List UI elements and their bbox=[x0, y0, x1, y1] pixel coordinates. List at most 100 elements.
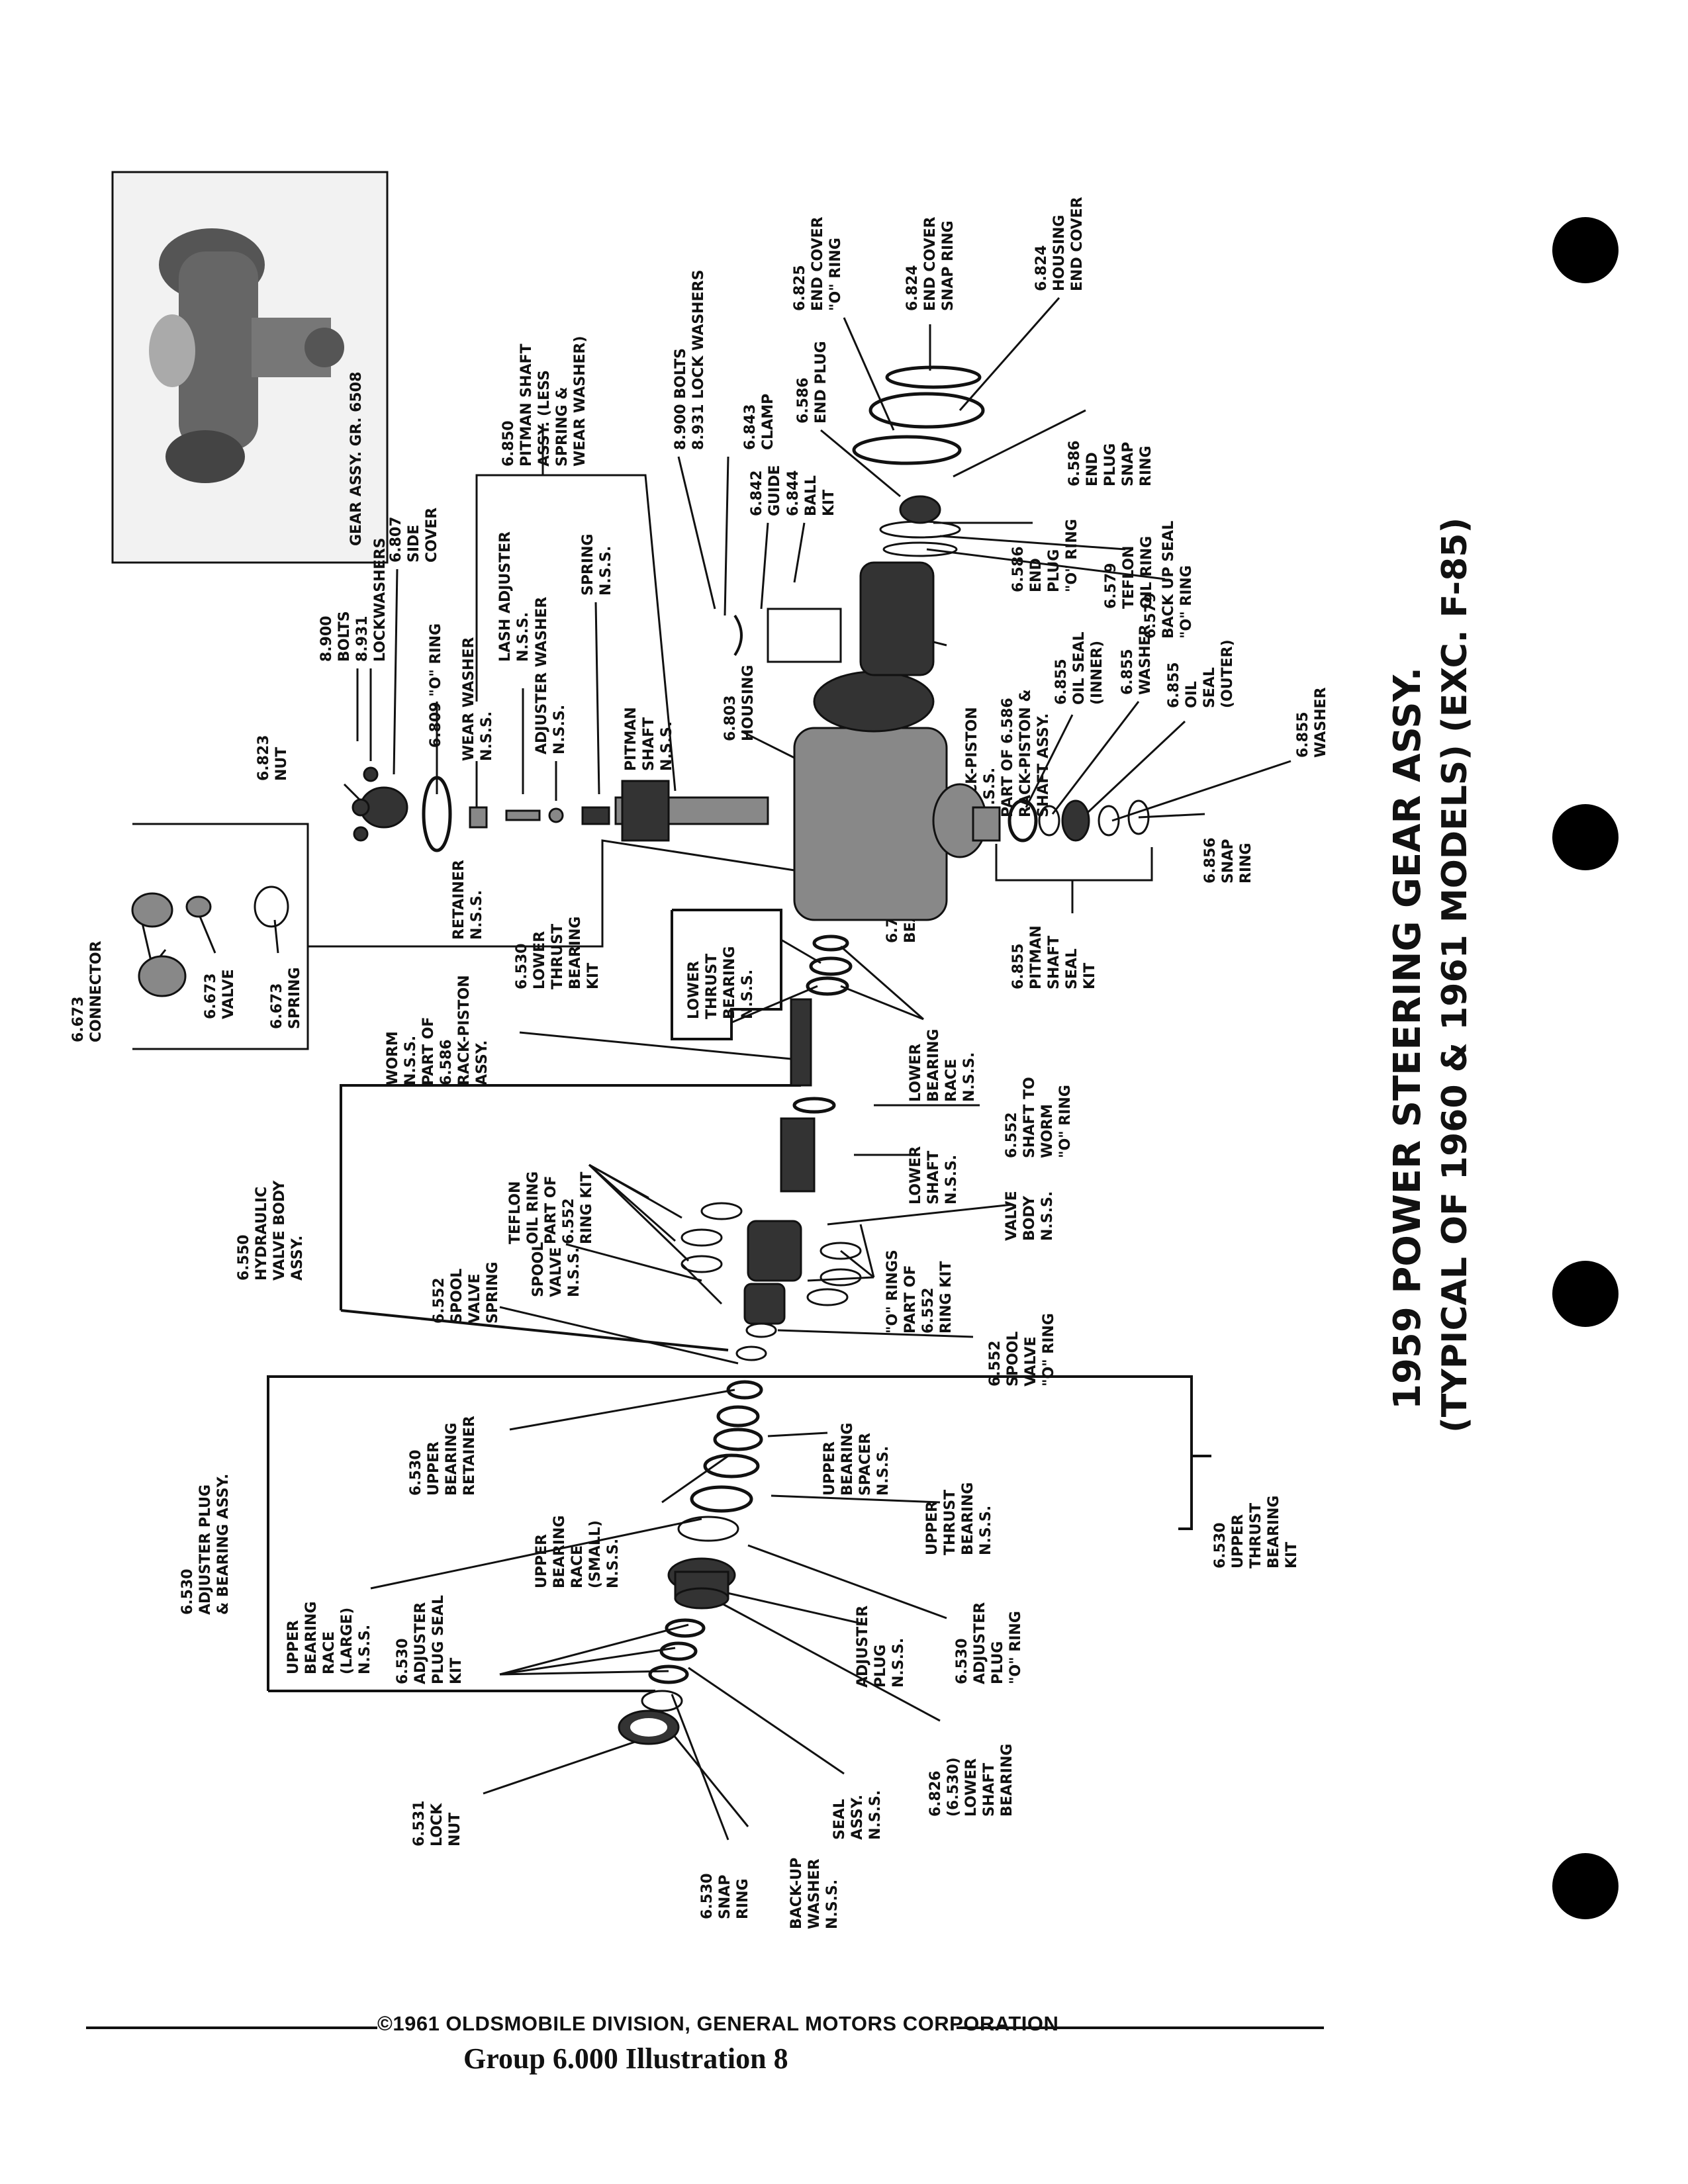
label-line: PLUG bbox=[1046, 549, 1062, 592]
label-line: KIT bbox=[448, 1658, 465, 1684]
label-valve-673: 6.673VALVE bbox=[203, 969, 237, 1019]
label-line: NUT bbox=[447, 1813, 463, 1846]
label-line: SHAFT bbox=[641, 717, 657, 771]
label-line: 6.586 bbox=[1010, 546, 1027, 592]
rack-piston bbox=[859, 561, 935, 676]
label-adjuster-plug-o-ring: 6.530ADJUSTERPLUG"O" RING bbox=[954, 1602, 1024, 1684]
label-line: SPOOL bbox=[1005, 1332, 1021, 1387]
label-line: (OUTER) bbox=[1219, 639, 1236, 708]
page-title-line2: (TYPICAL OF 1960 & 1961 MODELS) (EXC. F-… bbox=[1435, 518, 1475, 1433]
label-line: ADJUSTER bbox=[412, 1602, 429, 1684]
label-line: LOWER bbox=[908, 1044, 924, 1102]
retainer bbox=[469, 806, 488, 829]
label-spring-673: 6.673SPRING bbox=[269, 967, 303, 1029]
washer bbox=[1038, 805, 1060, 837]
label-line: N.S.S. bbox=[469, 890, 485, 940]
label-line: RETAINER bbox=[461, 1416, 478, 1496]
parts bbox=[131, 365, 1150, 1745]
housing-end-cover bbox=[868, 392, 985, 429]
label-line: 6.856 bbox=[1202, 837, 1219, 884]
label-line: PART OF bbox=[420, 1017, 437, 1085]
label-line: TEFLON bbox=[507, 1181, 524, 1244]
label-line: 6.803 bbox=[722, 695, 739, 741]
label-line: 6.586 bbox=[795, 377, 812, 424]
end-cover-o-ring bbox=[852, 435, 962, 465]
label-line: KIT bbox=[1284, 1542, 1300, 1569]
label-line: RACE bbox=[943, 1059, 960, 1102]
label-line: N.S.S. bbox=[1039, 1191, 1056, 1241]
label-line: 6.824 bbox=[904, 265, 921, 311]
label-line: 6.673 bbox=[269, 983, 285, 1029]
label-line: BEARING bbox=[1266, 1496, 1282, 1569]
label-line: OIL bbox=[1184, 681, 1200, 708]
label-line: VALVE bbox=[220, 969, 237, 1019]
label-retainer: RETAINERN.S.S. bbox=[451, 860, 485, 940]
binder-hole-4 bbox=[1552, 1853, 1618, 1919]
label-line: N.S.S. bbox=[605, 1539, 622, 1588]
label-line: 6.844 bbox=[785, 470, 802, 516]
label-line: ASSY. (LESS bbox=[536, 370, 553, 467]
label-washer-855: 6.855WASHER bbox=[1119, 624, 1154, 695]
label-line: BEARING bbox=[303, 1602, 320, 1674]
lower-shaft bbox=[780, 1117, 816, 1193]
label-line: GEAR ASSY. GR. 6508 bbox=[348, 372, 365, 546]
label-line: VALVE BODY bbox=[271, 1180, 288, 1281]
label-upper-bearing-retainer: 6.530UPPERBEARINGRETAINER bbox=[408, 1416, 478, 1496]
label-lower-shaft-bearing: 6.826(6.530)LOWERSHAFTBEARING bbox=[927, 1744, 1015, 1817]
label-line: BEARING bbox=[722, 946, 738, 1019]
label-line: END PLUG bbox=[813, 341, 829, 424]
label-line: ADJUSTER PLUG bbox=[197, 1484, 214, 1615]
label-clamp: 6.843CLAMP bbox=[742, 394, 776, 450]
label-line: BODY bbox=[1021, 1195, 1038, 1241]
label-line: SHAFT bbox=[1046, 936, 1062, 989]
side-cover-o-ring bbox=[422, 776, 452, 852]
label-lower-shaft: LOWERSHAFTN.S.S. bbox=[908, 1146, 960, 1205]
label-line: SPRING & bbox=[554, 387, 571, 467]
label-line: 6.673 bbox=[70, 996, 87, 1042]
label-line: THRUST bbox=[1248, 1503, 1264, 1569]
label-nut: 6.823NUT bbox=[256, 735, 290, 781]
label-line: LASH ADJUSTER bbox=[497, 531, 514, 662]
label-line: SEAL bbox=[1201, 667, 1218, 708]
label-line: OIL SEAL bbox=[1071, 632, 1088, 705]
label-line: WASHER bbox=[806, 1858, 823, 1929]
label-line: 6.552 bbox=[1004, 1112, 1020, 1158]
label-line: 6.842 bbox=[749, 470, 765, 516]
label-line: 8.931 LOCK WASHERS bbox=[690, 270, 707, 450]
label-upper-bearing-race-large: UPPERBEARINGRACE(LARGE)N.S.S. bbox=[285, 1602, 373, 1674]
label-end-plug: 6.586END PLUG bbox=[795, 341, 829, 424]
label-line: "O" RINGS bbox=[884, 1250, 901, 1334]
label-line: N.S.S. bbox=[479, 711, 495, 761]
label-line: GUIDE bbox=[767, 465, 783, 516]
connector-1 bbox=[131, 892, 173, 928]
label-line: PLUG bbox=[990, 1641, 1006, 1684]
end-cover-snap-ring bbox=[885, 365, 982, 389]
label-oil-seal-outer: 6.855OILSEAL(OUTER) bbox=[1166, 639, 1236, 708]
bearing bbox=[972, 806, 1001, 842]
nut bbox=[352, 798, 370, 817]
label-line: RING KIT bbox=[579, 1172, 595, 1245]
label-line: BEARING bbox=[567, 917, 584, 989]
label-housing: 6.803HOUSING bbox=[722, 665, 757, 741]
label-line: CONNECTOR bbox=[88, 940, 105, 1042]
label-line: 6.552 bbox=[920, 1287, 937, 1334]
label-connector: 6.673CONNECTOR bbox=[70, 940, 105, 1042]
valve-body bbox=[747, 1220, 802, 1282]
label-line: CLAMP bbox=[760, 394, 776, 450]
label-lower-thrust-bearing: LOWERTHRUSTBEARINGN.S.S. bbox=[686, 946, 756, 1019]
label-line: WASHER bbox=[1313, 687, 1329, 758]
label-line: 6.530 bbox=[954, 1638, 970, 1684]
label-line: 6.855 bbox=[1053, 659, 1070, 705]
valve bbox=[185, 895, 212, 918]
label-line: VALVE bbox=[467, 1273, 483, 1324]
label-wear-washer: WEAR WASHERN.S.S. bbox=[461, 637, 495, 761]
label-line: N.S.S. bbox=[867, 1790, 884, 1840]
label-lock-nut: 6.531LOCKNUT bbox=[411, 1800, 463, 1846]
label-line: 6.531 bbox=[411, 1800, 428, 1846]
label-line: 6.550 bbox=[236, 1234, 252, 1281]
label-o-rings-kit: "O" RINGSPART OF6.552RING KIT bbox=[884, 1250, 955, 1334]
label-line: 6.826 bbox=[927, 1770, 944, 1817]
label-line: N.S.S. bbox=[739, 970, 756, 1019]
